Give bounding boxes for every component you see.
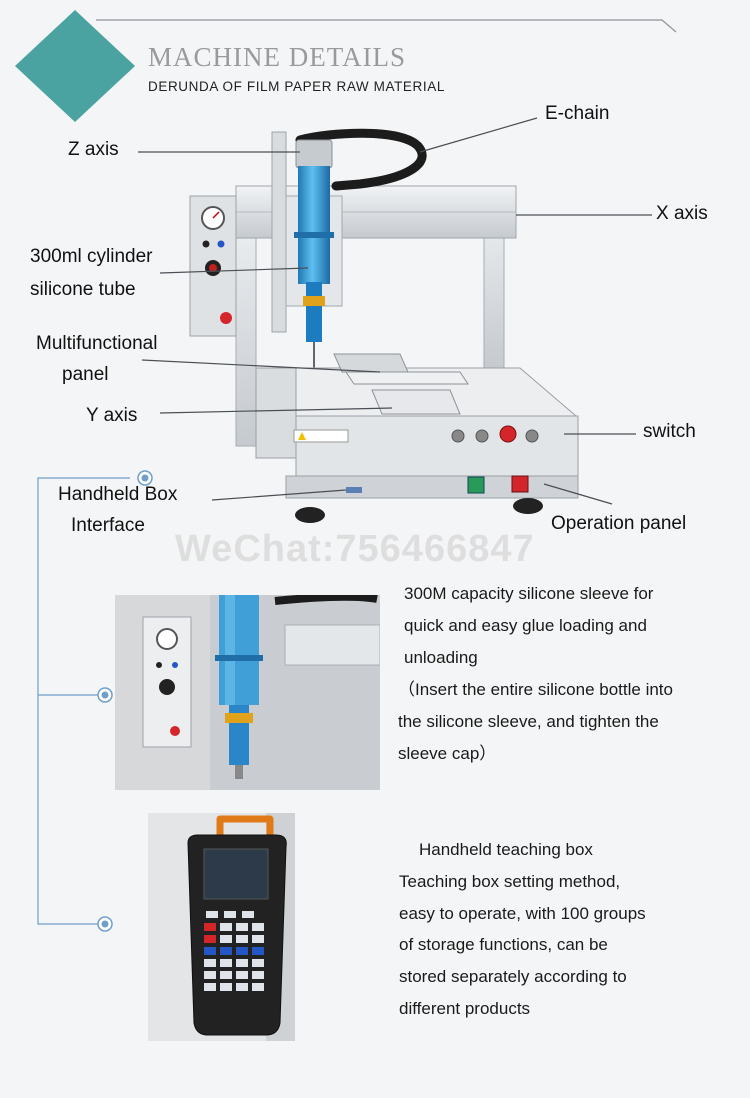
switch-label: switch <box>643 421 696 442</box>
teaching-box-description: Handheld teaching box Teaching box setti… <box>399 834 646 1025</box>
sleeve-line-6: sleeve cap） <box>398 743 497 763</box>
e-chain <box>295 128 427 191</box>
sleeve-description: 300M capacity silicone sleeve for quick … <box>404 578 653 673</box>
left-control-box <box>189 195 237 337</box>
callout-leader-lines <box>138 117 652 505</box>
y-axis-label: Y axis <box>86 405 138 426</box>
handheld-interface-label-line1: Handheld Box <box>58 484 178 505</box>
silicone-sleeve-photo <box>115 595 380 790</box>
e-chain-label: E-chain <box>545 103 610 124</box>
timeline-top-dot <box>137 470 153 486</box>
sleeve-line-1: 300M capacity silicone sleeve for <box>404 584 654 603</box>
page-title: MACHINE DETAILS <box>148 42 407 72</box>
panel-label-line1: Multifunctional <box>36 333 158 354</box>
teaching-box-photo <box>148 813 295 1041</box>
panel-label-line2: panel <box>62 364 109 385</box>
teaching-line-1: Handheld teaching box <box>419 840 593 859</box>
timeline-dot-2 <box>97 687 113 703</box>
sleeve-line-2: quick and easy glue loading and <box>404 615 647 635</box>
operation-panel-label: Operation panel <box>551 513 687 534</box>
page-subtitle: DERUNDA OF FILM PAPER RAW MATERIAL <box>148 79 445 94</box>
z-axis-label: Z axis <box>68 139 119 160</box>
handheld-interface-label-line2: Interface <box>71 515 145 536</box>
teaching-line-3: easy to operate, with 100 groups <box>399 903 646 923</box>
sleeve-note: （Insert the entire silicone bottle into … <box>398 674 673 769</box>
sleeve-line-5: the silicone sleeve, and tighten the <box>398 711 659 731</box>
sleeve-line-4: （Insert the entire silicone bottle into <box>398 680 673 699</box>
timeline-dot-3 <box>97 916 113 932</box>
dispensing-machine-illustration <box>138 117 652 523</box>
keypad <box>204 911 264 991</box>
x-axis-label: X axis <box>656 203 708 224</box>
cylinder-label-line2: silicone tube <box>30 279 136 300</box>
teaching-line-2: Teaching box setting method, <box>399 871 621 891</box>
teaching-line-6: different products <box>399 998 531 1018</box>
cylinder-label-line1: 300ml cylinder <box>30 246 153 267</box>
teaching-line-5: stored separately according to <box>399 967 627 987</box>
header-rule <box>96 19 677 33</box>
teaching-line-4: of storage functions, can be <box>399 935 608 955</box>
timeline <box>37 477 130 932</box>
watermark: WeChat:756466847 <box>175 528 535 570</box>
teal-diamond-logo <box>15 10 135 122</box>
header-decoration <box>15 10 677 122</box>
sleeve-line-3: unloading <box>404 647 478 667</box>
